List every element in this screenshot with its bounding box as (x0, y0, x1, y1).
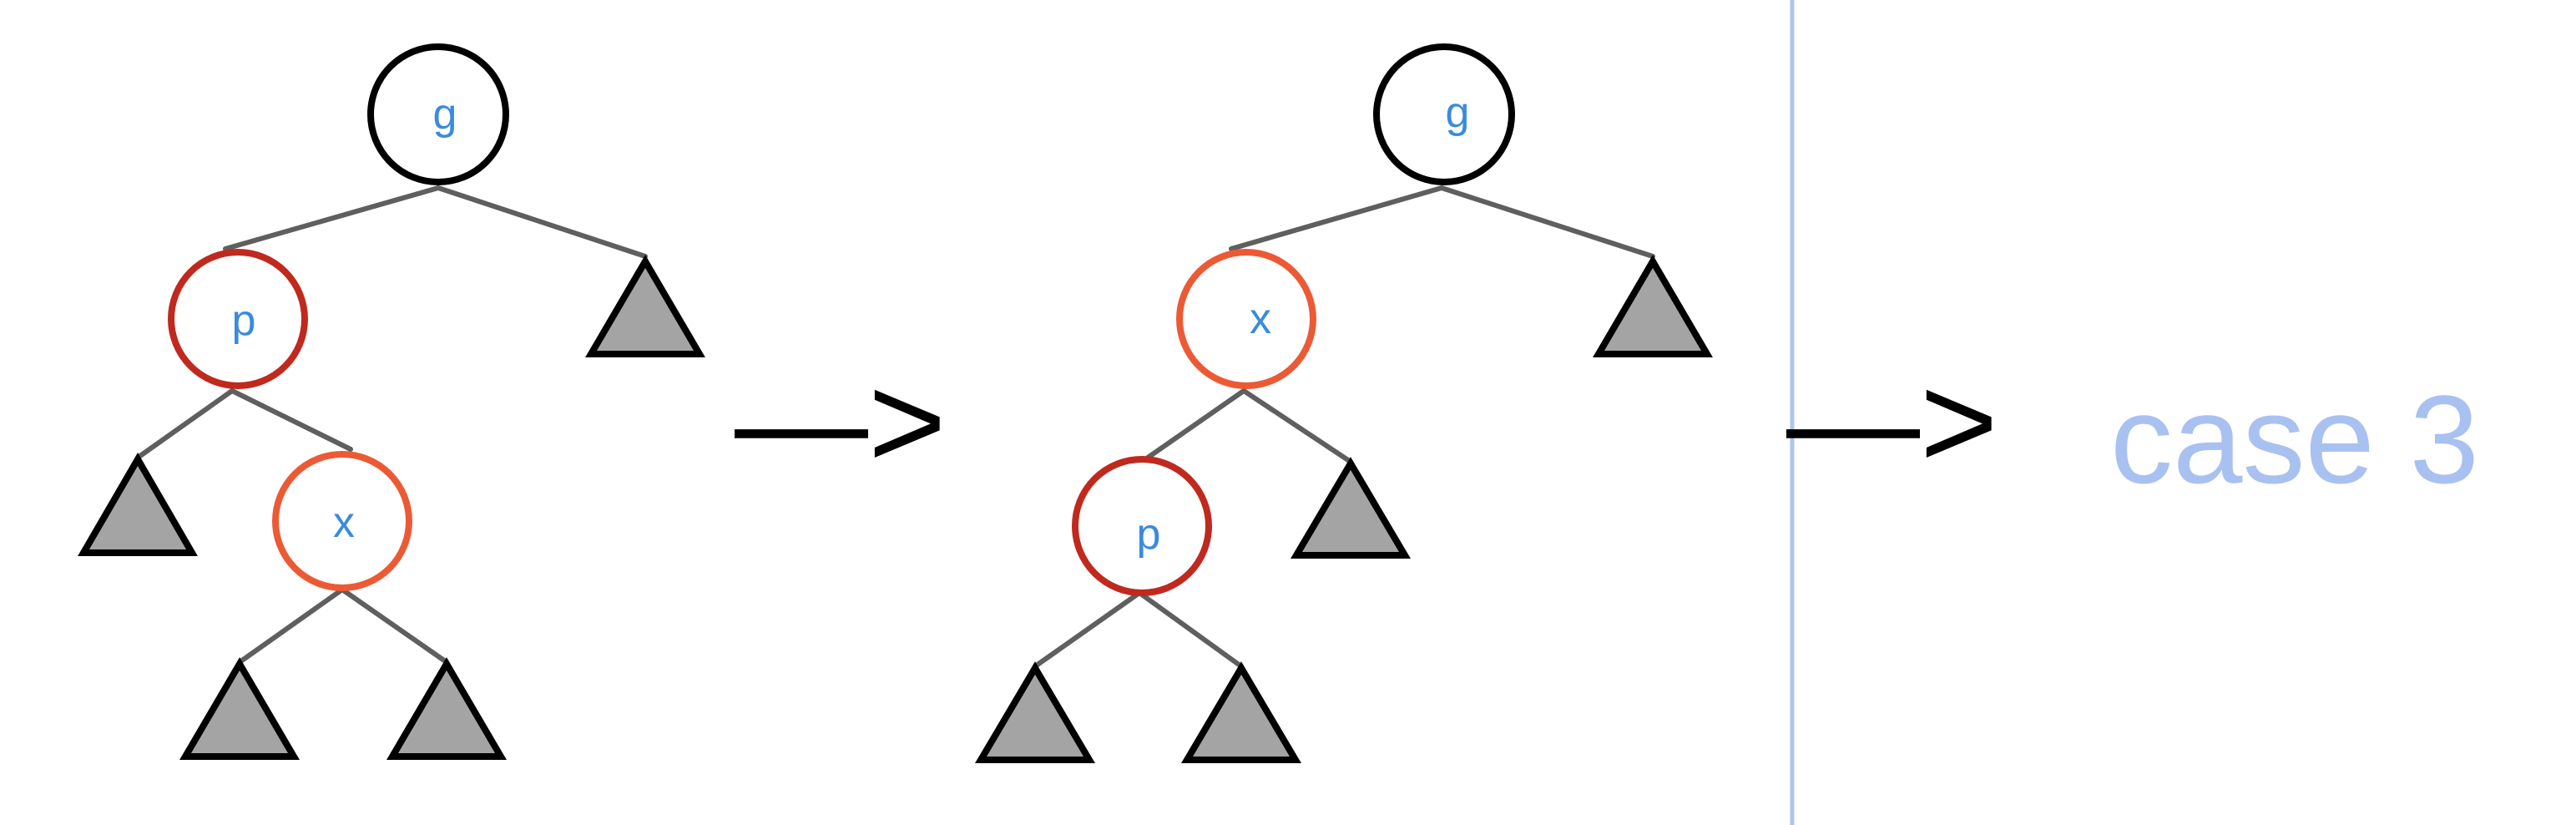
node-g-label-after: g (1446, 89, 1470, 137)
edge-x-p (1145, 388, 1246, 460)
node-g-after: g (1373, 43, 1515, 185)
edge-g-right (436, 185, 648, 259)
subtree-p-left (78, 453, 198, 556)
subtree-x-left (179, 657, 300, 760)
edge-x-left (237, 587, 345, 665)
edge-x-right (340, 587, 449, 665)
node-p-circle (168, 249, 308, 389)
tree-after: g x p (974, 43, 1713, 763)
node-x-circle (272, 451, 412, 591)
node-x-label: x (333, 499, 355, 547)
edge-g-p (223, 185, 441, 251)
node-g-circle-after (1373, 43, 1515, 185)
arrow-1: —> (735, 347, 946, 496)
node-x-label-after: x (1250, 295, 1271, 343)
node-p-label-after: p (1137, 510, 1161, 559)
node-g-label: g (433, 90, 457, 139)
subtree-p-left-after (974, 661, 1096, 763)
subtree-g-right-after (1593, 255, 1713, 357)
node-x-after: x (1176, 249, 1316, 389)
node-g-circle (367, 43, 509, 185)
edge-x-right-after (1241, 388, 1353, 464)
node-p-circle-after (1072, 456, 1212, 596)
edge-p-left (135, 388, 235, 460)
tree-before: g p x (78, 43, 705, 760)
node-g-before: g (367, 43, 509, 185)
edge-g-x (1229, 185, 1444, 251)
edge-p-left-after (1033, 590, 1142, 669)
edge-p-x (230, 388, 353, 452)
subtree-g-right (585, 255, 705, 357)
edge-p-right-after (1137, 590, 1244, 669)
subtree-x-right (386, 657, 507, 760)
next-step-label: case 3 (2110, 369, 2479, 509)
subtree-p-right-after (1180, 661, 1302, 763)
node-x-before: x (272, 451, 412, 591)
node-x-circle-after (1176, 249, 1316, 389)
subtree-x-right-after (1290, 457, 1412, 559)
node-p-after: p (1072, 456, 1212, 596)
edge-g-right-after (1439, 185, 1655, 259)
node-p-before: p (168, 249, 308, 389)
arrow-2: —> (1786, 347, 1998, 496)
node-p-label: p (232, 296, 256, 345)
